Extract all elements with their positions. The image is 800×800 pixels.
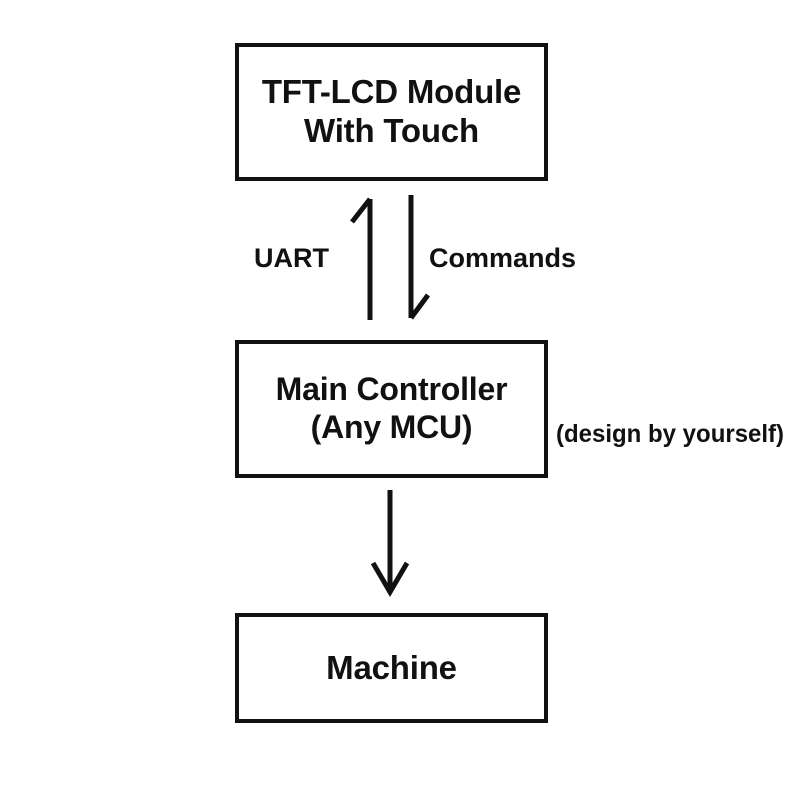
edge-label-uart: UART [254,243,329,273]
node-machine-line-1: Machine [326,648,457,686]
node-tft-lcd-module: TFT-LCD Module With Touch [235,43,548,181]
node-tft-lcd-line-1: TFT-LCD Module [261,73,522,111]
edge-control-arrow [370,490,410,597]
node-main-controller-line-1: Main Controller [275,371,508,408]
node-main-controller-line-2: (Any MCU) [310,409,473,445]
node-machine: Machine [235,613,548,723]
edge-label-commands: Commands [429,243,577,273]
edge-commands-arrow [408,195,431,320]
annotation-design-by-yourself: (design by yourself) [556,420,785,448]
edge-uart-arrow [350,197,373,320]
node-main-controller: Main Controller (Any MCU) [235,340,548,478]
node-tft-lcd-line-2: With Touch [304,112,479,149]
